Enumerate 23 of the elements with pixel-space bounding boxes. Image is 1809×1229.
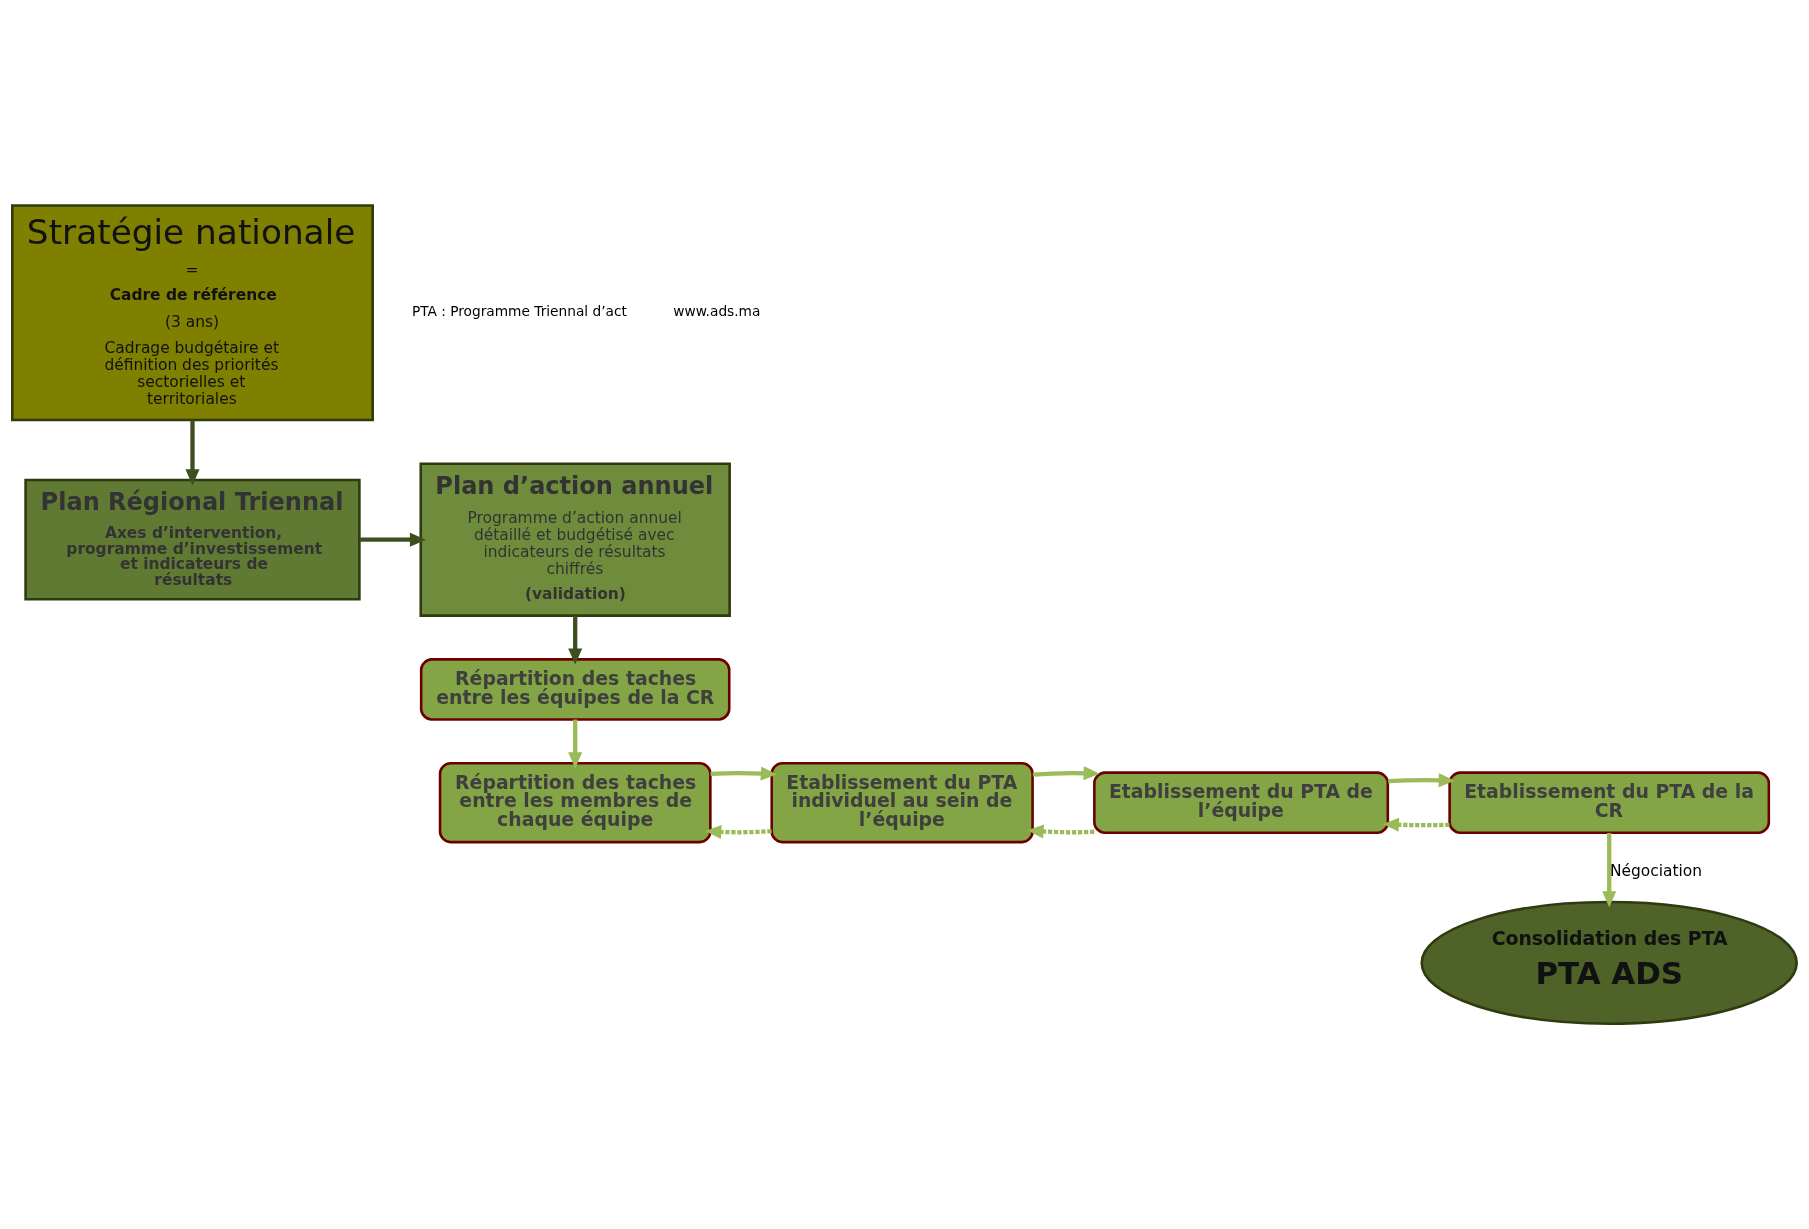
edge-label: Négociation (1609, 861, 1703, 880)
node-box: Etablissement du PTA individuel au sein de l’équipe (770, 761, 1034, 844)
node-box: Plan Régional Triennal Axes d’intervention, programme d’investissement et indicateurs de résultats (24, 478, 361, 601)
arrow (568, 719, 583, 769)
arrow (705, 824, 772, 839)
node-box: Etablissement du PTA de l’équipe (1093, 771, 1390, 834)
label: www.ads.ma (673, 302, 761, 319)
arrow (1027, 824, 1095, 839)
arrow (185, 420, 200, 486)
node-box: Plan d’action annuel Programme d’action annuel détaillé et budgétisé avec indicateurs de résultats chiffrés (validation) (419, 462, 731, 617)
arrow (1032, 766, 1100, 781)
label: PTA : Programme Triennal d’act (411, 302, 627, 319)
node-box: Répartition des taches entre les membres de chaque équipe (438, 761, 712, 844)
arrow (1382, 817, 1450, 832)
arrow (1388, 773, 1455, 788)
node-box: Etablissement du PTA de la CR (1448, 771, 1771, 834)
node-box: Stratégie nationale = Cadre de référence (3 ans) Cadrage budgétaire et définition des priorités sectorielles et territoriales (11, 204, 374, 422)
arrow (568, 615, 583, 665)
arrow (359, 532, 426, 547)
node-box: Répartition des taches entre les équipes de la CR (419, 658, 731, 721)
arrow (710, 766, 777, 781)
node-ellipse: Consolidation des PTA PTA ADS (1420, 900, 1798, 1026)
arrow (1602, 832, 1617, 908)
